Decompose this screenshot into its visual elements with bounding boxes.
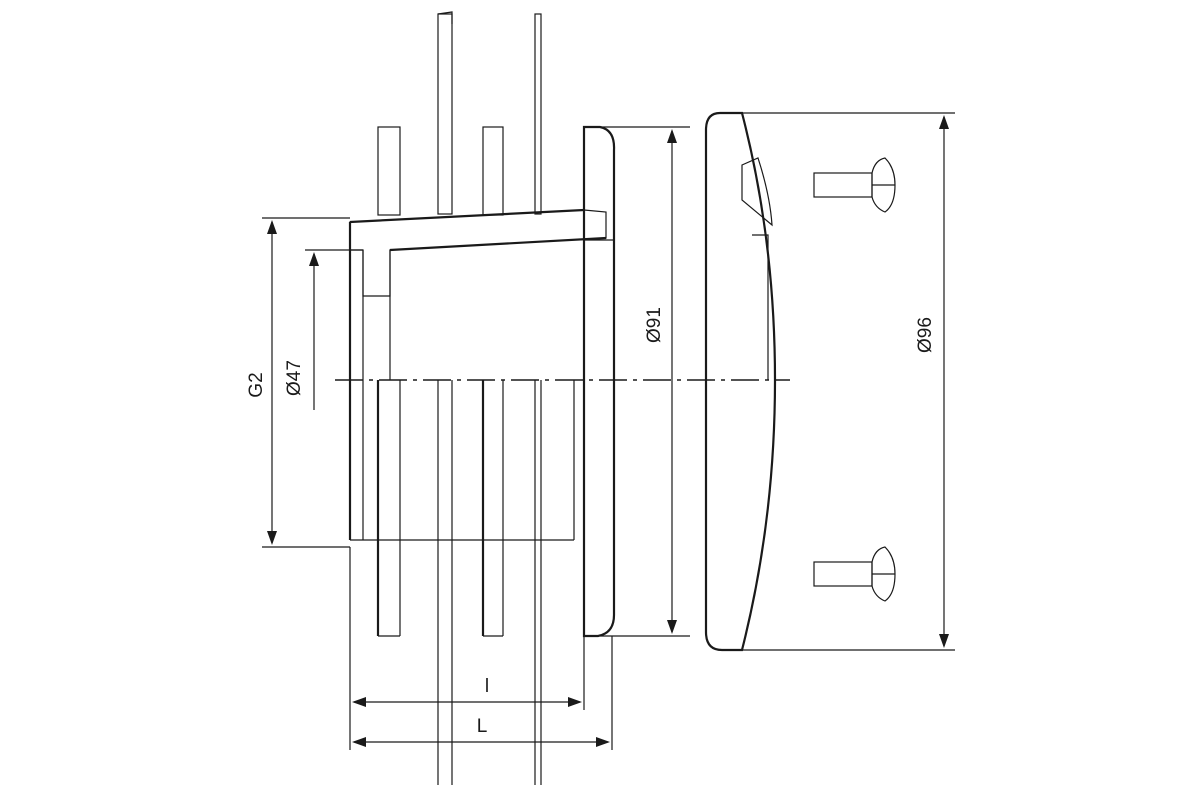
dim-label-d96: Ø96 [915, 317, 936, 353]
seal-ring-top-right [482, 126, 504, 216]
lower-cylinder [376, 380, 575, 785]
dimension-d91: Ø91 [600, 126, 690, 637]
cover-plate [704, 111, 777, 652]
dim-label-d47: Ø47 [284, 360, 305, 396]
seal-ring-top-left [377, 126, 401, 216]
dimension-l-small: l [349, 547, 585, 750]
dim-label-l-small: l [485, 676, 489, 697]
dim-label-g2: G2 [246, 372, 267, 397]
dim-label-d91: Ø91 [644, 307, 665, 343]
dimension-d96: Ø96 [740, 112, 955, 651]
body-section [348, 208, 607, 541]
screw-top [813, 157, 896, 213]
screw-bottom [813, 546, 896, 602]
dimension-d47: Ø47 [284, 249, 363, 410]
top-rod-right [534, 13, 542, 215]
dimension-g2: G2 [246, 217, 350, 548]
dim-label-l-large: L [477, 716, 488, 737]
top-rod-left [437, 11, 453, 215]
dimension-l-large: L [352, 636, 613, 750]
flange [582, 125, 616, 638]
